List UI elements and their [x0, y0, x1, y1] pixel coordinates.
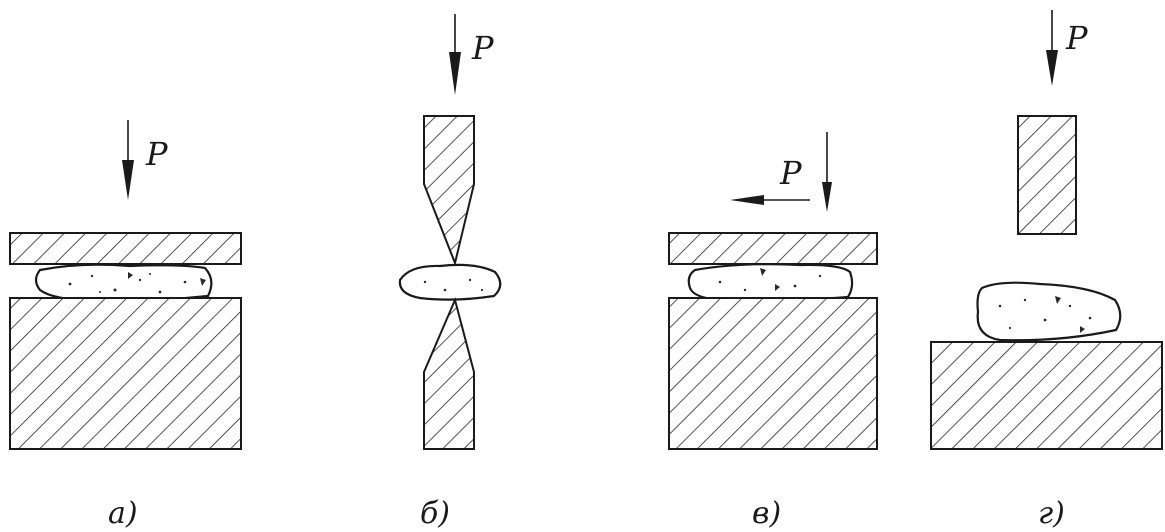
upper-plate: [9, 232, 242, 265]
upper-wedge: [423, 115, 475, 267]
force-label: P: [471, 29, 494, 67]
panel-a-compression: P а): [9, 120, 242, 531]
base-block: [9, 297, 242, 450]
panel-g-impact: P г): [930, 10, 1163, 531]
panel-v-attrition: P в): [668, 132, 878, 531]
rock-piece: [34, 263, 213, 302]
rock-piece: [398, 263, 502, 301]
force-arrow-left: [730, 195, 810, 205]
lower-wedge: [423, 296, 475, 450]
force-label: P: [145, 135, 168, 173]
base-block: [668, 297, 878, 450]
force-arrow-down: [122, 120, 134, 200]
force-arrow-down: [1046, 10, 1058, 86]
panel-label: б): [420, 496, 450, 531]
upper-plate: [668, 232, 878, 265]
rock-piece: [976, 281, 1122, 342]
rock-piece: [687, 263, 854, 302]
panel-b-splitting: P б): [398, 14, 502, 531]
force-arrow-down: [449, 14, 461, 95]
panel-label: а): [108, 496, 138, 531]
force-label: P: [1065, 19, 1088, 57]
base-block: [930, 341, 1163, 450]
impact-hammer: [1017, 115, 1077, 235]
panel-label: г): [1038, 496, 1065, 531]
panel-label: в): [752, 496, 781, 531]
force-arrow-down: [822, 132, 832, 212]
force-label: P: [779, 154, 802, 192]
